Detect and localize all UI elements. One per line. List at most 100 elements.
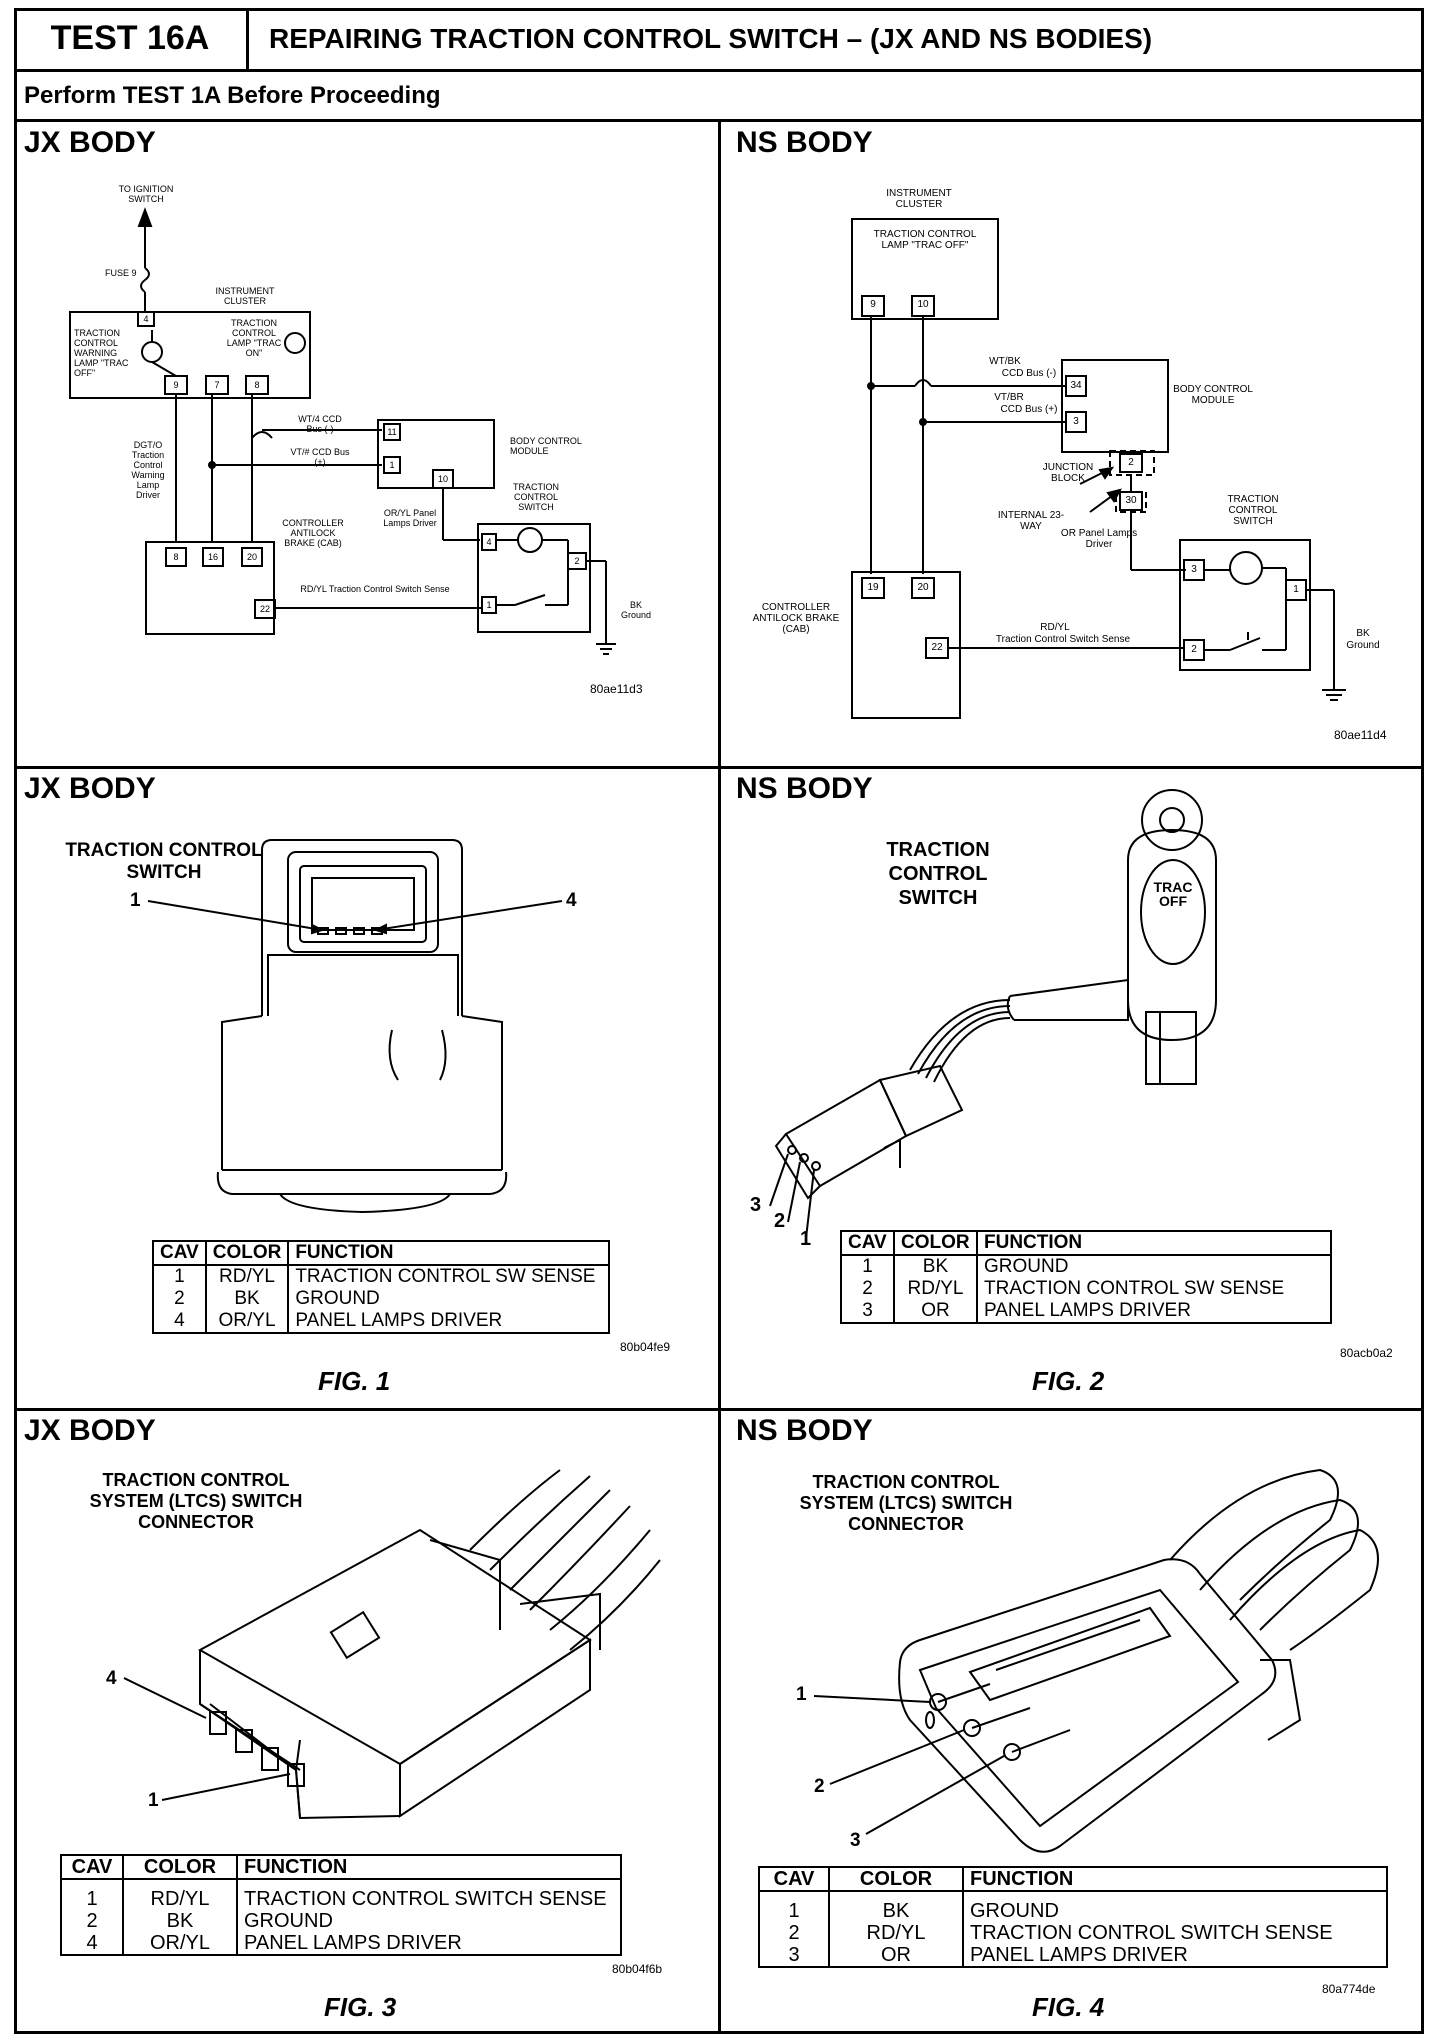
fig1-code: 80b04fe9 (620, 1340, 671, 1354)
trac-off-button-label: TRAC OFF (1153, 879, 1193, 909)
fig1-pin-4: 4 (566, 890, 577, 911)
fig3-pin-1: 1 (148, 1790, 159, 1811)
page-title: REPAIRING TRACTION CONTROL SWITCH – (JX … (269, 22, 1153, 54)
table-cell: TRACTION CONTROL SWITCH SENSE (236, 1879, 622, 1910)
fig3-code: 80b04f6b (612, 1962, 663, 1976)
row-divider-1 (14, 766, 1424, 769)
table-cell: 2 (840, 1278, 895, 1300)
table-cell: RD/YL (204, 1265, 290, 1288)
table-header: CAV (60, 1854, 124, 1880)
table-cell: BK (204, 1288, 290, 1310)
table-cell: BK (828, 1891, 964, 1922)
fig4-title: NS BODY (736, 1414, 873, 1447)
table-cell: 2 (60, 1910, 124, 1932)
row-divider-2 (14, 1408, 1424, 1411)
table-cell: 1 (758, 1891, 830, 1922)
table-header: FUNCTION (236, 1854, 622, 1880)
table-cell: PANEL LAMPS DRIVER (976, 1300, 1332, 1324)
fig3-label: TRACTION CONTROL SYSTEM (LTCS) SWITCH CO… (89, 1470, 303, 1532)
fig4-pin-1: 1 (796, 1684, 807, 1705)
jx-schematic-title: JX BODY (24, 126, 156, 159)
fig3-pin-4: 4 (106, 1668, 117, 1689)
table-cell: 1 (60, 1879, 124, 1910)
fig2-pin-3: 3 (750, 1194, 762, 1216)
table-cell: PANEL LAMPS DRIVER (962, 1944, 1388, 1968)
table-cell: 1 (840, 1255, 895, 1278)
table-header: FUNCTION (962, 1866, 1388, 1892)
fig1-title: JX BODY (24, 772, 156, 805)
fig2-title: NS BODY (736, 772, 873, 805)
table-cell: OR (892, 1300, 979, 1324)
table-header: CAV (840, 1230, 895, 1256)
fig4-pin-3: 3 (850, 1830, 861, 1851)
table-header: FUNCTION (287, 1240, 610, 1266)
table-cell: 2 (152, 1288, 207, 1310)
table-cell: OR (828, 1944, 964, 1968)
table-header: FUNCTION (976, 1230, 1332, 1256)
table-cell: TRACTION CONTROL SWITCH SENSE (962, 1922, 1388, 1944)
jx-schematic-code: 80ae11d3 (590, 682, 643, 696)
table-cell: BK (892, 1255, 979, 1278)
table-header: COLOR (122, 1854, 238, 1880)
fig1-pin-1: 1 (130, 890, 141, 911)
table-cell: RD/YL (892, 1278, 979, 1300)
page-header: TEST 16A REPAIRING TRACTION CONTROL SWIT… (14, 8, 1424, 72)
table-cell: 4 (152, 1310, 207, 1334)
fig4-caption: FIG. 4 (1032, 1992, 1105, 2022)
table-cell: PANEL LAMPS DRIVER (236, 1932, 622, 1956)
table-cell: GROUND (236, 1910, 622, 1932)
table-cell: 2 (758, 1922, 830, 1944)
table-cell: 3 (758, 1944, 830, 1968)
table-cell: GROUND (962, 1891, 1388, 1922)
fig3-title: JX BODY (24, 1414, 156, 1447)
table-header: CAV (758, 1866, 830, 1892)
fig4-label: TRACTION CONTROL SYSTEM (LTCS) SWITCH CO… (799, 1472, 1013, 1534)
table-cell: RD/YL (828, 1922, 964, 1944)
fig3-caption: FIG. 3 (324, 1992, 397, 2022)
table-header: COLOR (828, 1866, 964, 1892)
fig2-caption: FIG. 2 (1032, 1366, 1105, 1396)
table-cell: RD/YL (122, 1879, 238, 1910)
ns-schematic-title: NS BODY (736, 126, 873, 159)
ns-schematic-code: 80ae11d4 (1334, 728, 1387, 742)
fig4-code: 80a774de (1322, 1982, 1376, 1996)
table-cell: PANEL LAMPS DRIVER (287, 1310, 610, 1334)
test-id: TEST 16A (14, 8, 249, 69)
fig2-label: TRACTION CONTROL SWITCH (886, 839, 990, 909)
fig2-pin-2: 2 (774, 1210, 786, 1232)
column-divider (718, 122, 721, 2034)
table-cell: BK (122, 1910, 238, 1932)
fig2-code: 80acb0a2 (1340, 1346, 1393, 1360)
table-cell: 3 (840, 1300, 895, 1324)
table-cell: OR/YL (204, 1310, 290, 1334)
table-header: COLOR (892, 1230, 979, 1256)
table-cell: OR/YL (122, 1932, 238, 1956)
fig2-pin-1: 1 (800, 1228, 812, 1250)
table-cell: 4 (60, 1932, 124, 1956)
table-cell: TRACTION CONTROL SW SENSE (287, 1265, 610, 1288)
page-subtitle: Perform TEST 1A Before Proceeding (14, 72, 1424, 122)
table-cell: TRACTION CONTROL SW SENSE (976, 1278, 1332, 1300)
table-cell: 1 (152, 1265, 207, 1288)
fig1-caption: FIG. 1 (318, 1366, 391, 1396)
table-cell: GROUND (287, 1288, 610, 1310)
fig4-pin-2: 2 (814, 1776, 825, 1797)
table-cell: GROUND (976, 1255, 1332, 1278)
